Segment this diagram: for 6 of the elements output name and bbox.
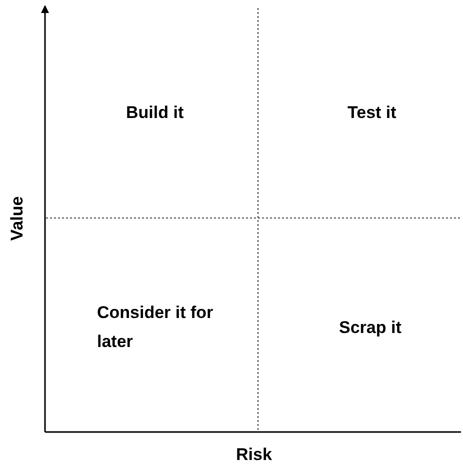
quadrant-label: Consider it for later xyxy=(97,302,214,353)
axis-label: Risk xyxy=(236,444,272,466)
quadrant-label: Build it xyxy=(126,102,184,124)
quadrant-label: Scrap it xyxy=(339,316,402,338)
axis-label: Value xyxy=(6,196,28,240)
quadrant-label: Test it xyxy=(348,102,396,124)
